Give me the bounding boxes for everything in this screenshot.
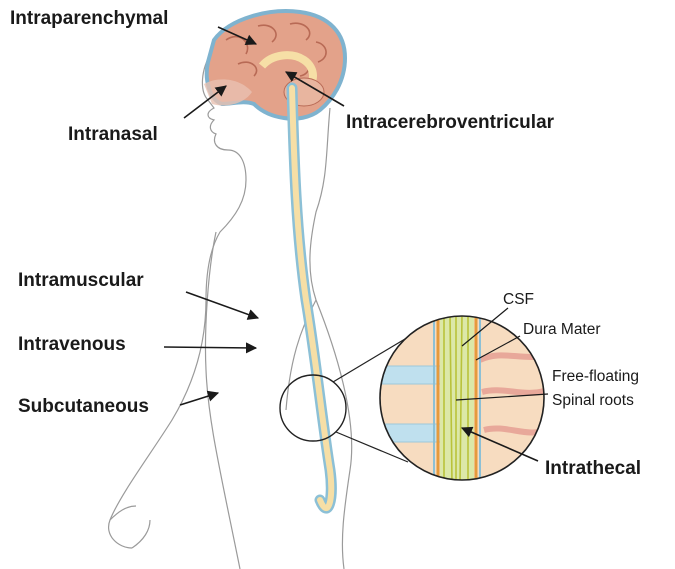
arrow-intravenous: [164, 347, 256, 348]
label-spinal-roots: Spinal roots: [552, 392, 634, 410]
label-intravenous: Intravenous: [18, 334, 126, 356]
label-subcutaneous: Subcutaneous: [18, 396, 149, 418]
label-intraparenchymal: Intraparenchymal: [10, 8, 168, 30]
arrow-intramuscular: [186, 292, 258, 318]
label-csf: CSF: [503, 291, 534, 309]
label-intramuscular: Intramuscular: [18, 270, 144, 292]
head-anatomy: [204, 11, 345, 119]
label-dura-mater: Dura Mater: [523, 321, 601, 339]
label-intracerebroventricular: Intracerebroventricular: [346, 112, 554, 134]
label-intrathecal: Intrathecal: [545, 458, 641, 480]
label-intranasal: Intranasal: [68, 124, 158, 146]
spinal-cord: [292, 88, 331, 508]
label-free-floating: Free-floating: [552, 368, 639, 386]
